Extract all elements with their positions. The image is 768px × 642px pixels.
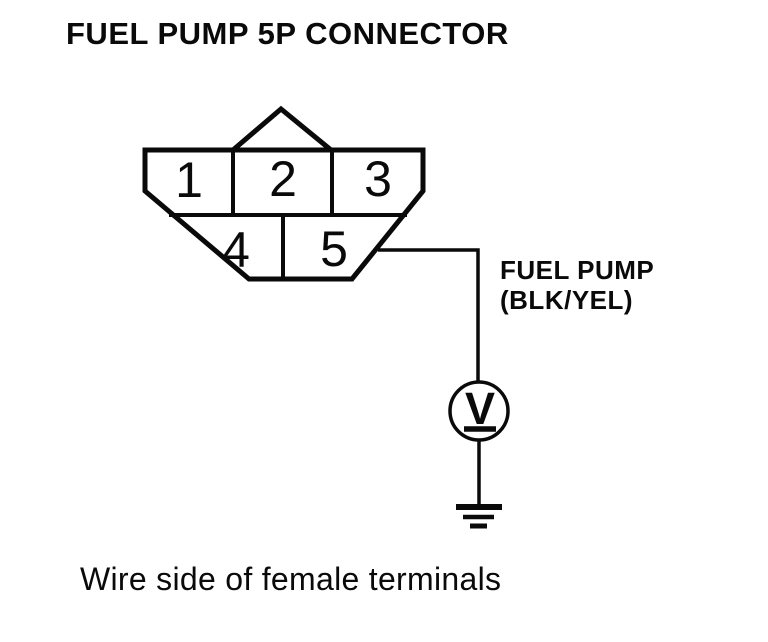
pin-4-label: 4 xyxy=(222,222,250,278)
caption-wire-side: Wire side of female terminals xyxy=(80,561,502,597)
pin-5-label: 5 xyxy=(320,221,348,277)
wire-blk-yel xyxy=(378,248,480,383)
voltmeter-icon: V xyxy=(448,380,510,442)
ground-icon xyxy=(456,504,502,529)
voltmeter-symbol: V xyxy=(465,383,495,434)
pin-3-label: 3 xyxy=(364,151,392,207)
wire-label: FUEL PUMP (BLK/YEL) xyxy=(500,255,654,315)
wire-label-color: (BLK/YEL) xyxy=(500,285,634,315)
pin-2-label: 2 xyxy=(269,151,297,207)
diagram-title: FUEL PUMP 5P CONNECTOR xyxy=(66,16,509,51)
pin-1-label: 1 xyxy=(175,152,203,208)
wire-label-name: FUEL PUMP xyxy=(500,255,655,285)
connector-peak-outline xyxy=(229,105,335,154)
connector-body-outline xyxy=(142,147,426,282)
